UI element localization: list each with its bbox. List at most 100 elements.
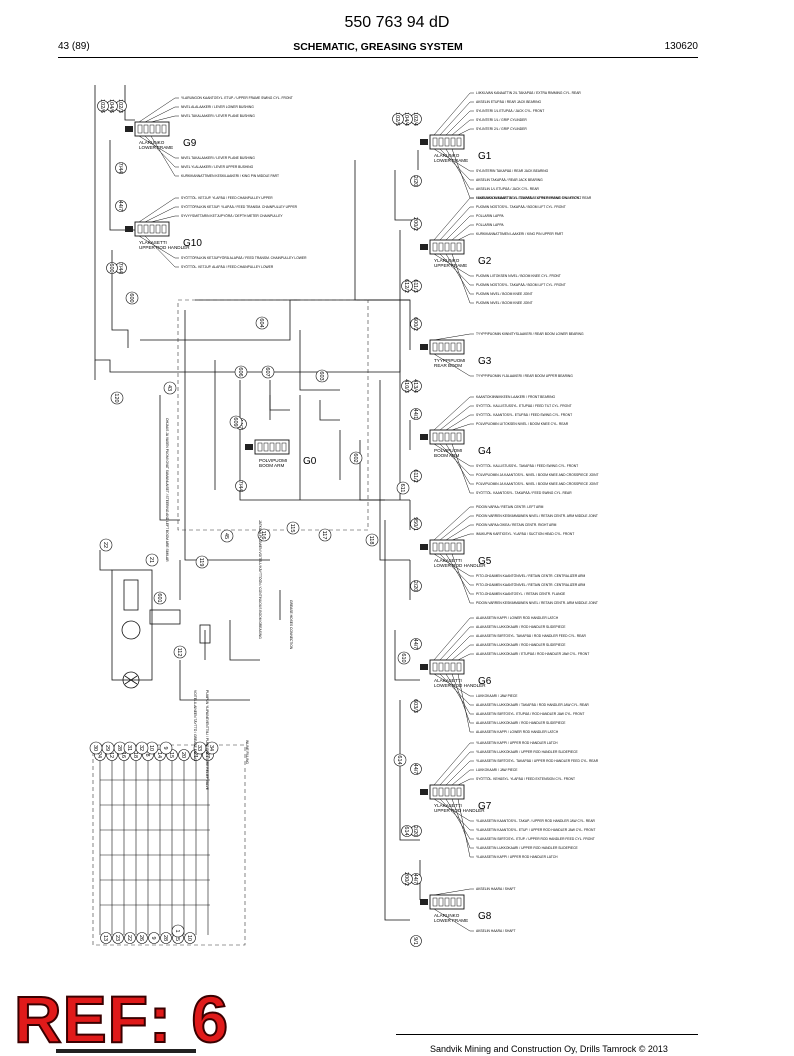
pin-label: 44/7 xyxy=(412,764,418,775)
distributor-name-fi: YLAKASETTI xyxy=(434,803,462,808)
misc-pin-circle xyxy=(205,741,219,755)
outlet-label: ALAKASETIN KAPPI / LOWER ROD HANDLER LAT… xyxy=(476,616,559,620)
outlet-label: SYÖTTÖL. KAANTOSYL. ETUPÄÄ / FEED SWING … xyxy=(476,413,572,417)
distributor-segment xyxy=(438,432,444,442)
block-table-circle xyxy=(100,932,112,944)
distributor-segment xyxy=(438,787,444,797)
distributor-code: G6 xyxy=(478,676,492,687)
outlet-label: YLARUNGON KAANTOSYL. ETUP. / UPPER FRAME… xyxy=(181,96,293,100)
distributor-block xyxy=(429,134,465,150)
distributor-segment xyxy=(444,897,450,907)
outlet-label: TYYPPIPUOMIN YLÄLAAKERI / REAR BOOM UPPE… xyxy=(476,374,573,378)
distributor-code: G2 xyxy=(478,256,492,267)
block-table-label: 15 xyxy=(168,752,174,758)
pin-circle xyxy=(392,113,404,125)
distributor-name-en: UPPER ROD HANDLER xyxy=(434,808,485,813)
outlet-label: SYLINTERI 1/L / GRIP CYLINDER xyxy=(476,118,527,122)
outlet-label: POLVIPUOMIN LIITOKSEN NIVEL / BOOM KNEE … xyxy=(476,422,569,426)
outlet-label: PIDOIN VAPAA OIKEA / RETAIN CENTR. RIGHT… xyxy=(476,523,557,527)
outlet-line xyxy=(457,653,474,661)
distributor-name-fi: ALARUNKO xyxy=(434,913,460,918)
outlet-line xyxy=(451,119,474,136)
distributor-name-en: LOWER FRAME xyxy=(434,918,468,923)
misc-pin-label: 34 xyxy=(208,745,214,751)
outlet-line xyxy=(138,135,179,159)
outlet-line xyxy=(144,235,179,268)
misc-pin-circle xyxy=(195,555,209,569)
outlet-label: SYÖTTÖL. KALLISTUSSYL. TAKAPÄÄ / FEED SW… xyxy=(476,464,578,468)
pin-circle xyxy=(401,280,413,292)
outlet-line xyxy=(433,798,474,822)
distributor-name-en: LOWER ROD HANDLER xyxy=(434,563,486,568)
pin-label: 102/5 xyxy=(394,112,400,126)
outlet-line xyxy=(138,197,179,223)
outlet-line xyxy=(433,253,474,277)
outlet-label: NIVEL YLALAAKERI / LEVER UPPER BUSHING xyxy=(181,165,254,169)
distributor-segment xyxy=(149,224,155,234)
outlet-label: NIVEL TAKALAAKERI / LEVER PLANE BUSHING xyxy=(181,156,255,160)
block-table-label: 9 xyxy=(150,936,156,939)
outlet-label: SYLINTERI 2/L / GRIP CYLINDER xyxy=(476,127,527,131)
misc-pin-circle xyxy=(110,391,124,405)
outlet-label: LUKKOKAARI / JAW PIECE xyxy=(476,768,518,772)
pin-label: 950/1 xyxy=(412,517,418,531)
misc-pin-circle xyxy=(220,529,234,543)
misc-pin-circle xyxy=(365,533,379,547)
distributor-segment xyxy=(155,224,161,234)
pin-label: 614 xyxy=(403,826,409,835)
outlet-label: ALAKASETIN KAPPI / LOWER ROD HANDLER LAT… xyxy=(476,730,559,734)
outlet-line xyxy=(445,635,474,661)
misc-pin-label: 28 xyxy=(116,745,122,751)
footer-rule xyxy=(396,1034,698,1035)
distributor-block xyxy=(134,121,170,137)
outlet-line xyxy=(433,888,474,896)
distributor-name-fi: TYYPPIPUOMI xyxy=(434,358,465,363)
misc-pin-circle xyxy=(171,924,185,938)
block-table-label: 26 xyxy=(138,935,144,941)
distributor-inlet xyxy=(245,444,253,450)
outlet-line xyxy=(439,253,474,286)
misc-pin-circle xyxy=(89,741,103,755)
pin-label: 600 xyxy=(108,263,114,272)
misc-pin-label: 32 xyxy=(138,745,144,751)
outlet-label: YLAKASETIN KAPPI / UPPER ROD HANDLER LAT… xyxy=(476,855,558,859)
distributor-name-en: BOOM ARM xyxy=(259,463,284,468)
misc-pin-label: 22 xyxy=(102,542,108,548)
pin-circle xyxy=(115,200,127,212)
outlet-label: SYÖTTÖPALKIN KETJUP. YLAPÄÄ / FEED TRANS… xyxy=(181,205,298,209)
outlet-line xyxy=(451,769,474,786)
outlet-line xyxy=(451,253,474,304)
distributor-segment xyxy=(438,342,444,352)
distributor-code: G3 xyxy=(478,356,492,367)
misc-pin-label: 43 xyxy=(166,385,172,391)
distributor-segment xyxy=(281,442,287,452)
misc-pin-circle xyxy=(257,528,271,542)
distributor-segment xyxy=(450,432,456,442)
pin-circle xyxy=(97,100,109,112)
outlet-label: SYÖTTÖPALKIN KETJUPYÖRÄ ALAPÄÄ / FEED TR… xyxy=(181,256,307,260)
misc-pin-label: 9 xyxy=(162,746,168,749)
outlet-label: PITO-OHJAIMEN KAANTÖNIVEL / RETAIN CENTR… xyxy=(476,583,586,587)
block-table-label: 23 xyxy=(114,935,120,941)
distributor-name-fi: ALAKASETTI xyxy=(434,558,462,563)
block-table-label: 25 xyxy=(174,935,180,941)
distributor-segment xyxy=(438,137,444,147)
block-table-circle xyxy=(148,932,160,944)
distributor-segment xyxy=(456,137,462,147)
pin-label: 44/7 xyxy=(412,874,418,885)
distributor-inlet xyxy=(420,244,428,250)
misc-pin-label: 603 xyxy=(318,371,324,380)
outlet-line xyxy=(150,115,179,123)
outlet-line xyxy=(439,206,474,241)
misc-pin-label: 119 xyxy=(198,558,204,567)
outlet-label: PUOMIN NOSTOSYL. TAKAPÄÄ / BOOM LIFT CYL… xyxy=(476,205,566,209)
distributor-code: G10 xyxy=(183,238,202,249)
pin-circle xyxy=(401,873,413,885)
block-table-label: 16 xyxy=(120,752,126,758)
grease-hose-note: GREASE HOSES CONNECTION xyxy=(289,600,293,650)
pump-note: PUMPUN YLIPAINEVENTTIILI / PUMP PRESSURE… xyxy=(205,690,209,791)
